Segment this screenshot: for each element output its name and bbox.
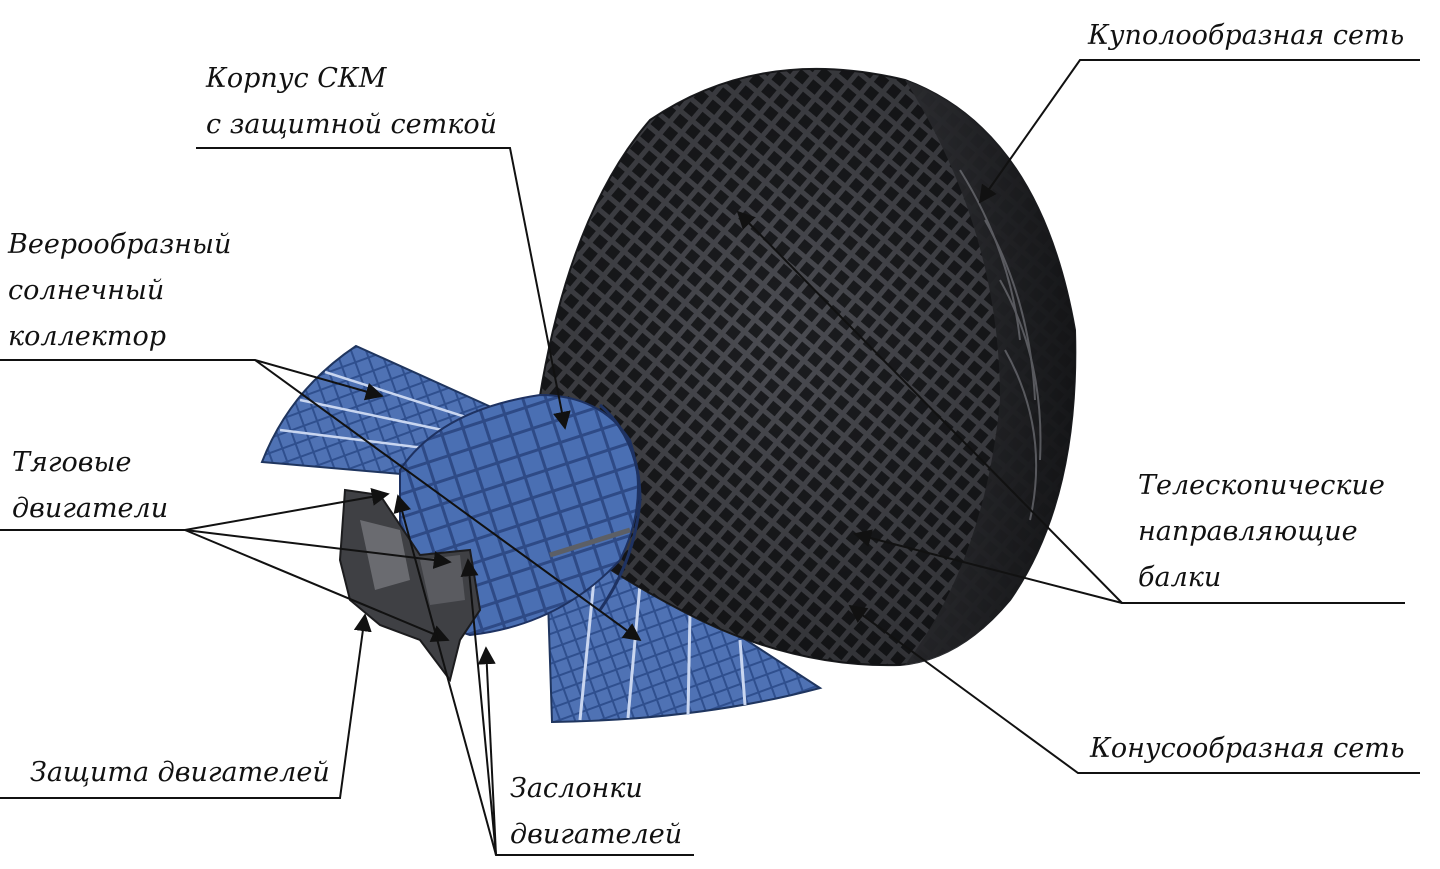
label-engine-guard: Защита двигателей	[30, 757, 330, 788]
label-thrusters: Тяговые двигатели	[12, 447, 169, 524]
label-cone-net: Конусообразная сеть	[1090, 733, 1405, 764]
leader-cone	[848, 604, 1420, 774]
solar-fan-lower	[546, 543, 823, 724]
leader-dome	[978, 59, 1420, 204]
leader-fan-2	[254, 359, 642, 642]
leader-thrust-2	[184, 529, 452, 569]
leader-shutter-2	[460, 558, 497, 856]
label-telescopic-beams: Телескопические направляющие балки	[1138, 470, 1385, 593]
leader-shutter-3	[477, 646, 497, 856]
leader-thrust-3	[184, 529, 450, 643]
leader-lines	[0, 59, 1420, 856]
leader-guard	[0, 613, 372, 799]
label-dome-net: Куполообразная сеть	[1088, 20, 1405, 51]
leader-tele-2	[853, 529, 1123, 604]
label-hull: Корпус СКМ с защитной сеткой	[206, 63, 498, 140]
label-engine-shutters: Заслонки двигателей	[510, 773, 683, 850]
leader-hull	[196, 147, 571, 430]
label-fan-solar-collector: Веерообразный солнечный коллектор	[8, 229, 232, 352]
dome-net	[528, 67, 1077, 667]
